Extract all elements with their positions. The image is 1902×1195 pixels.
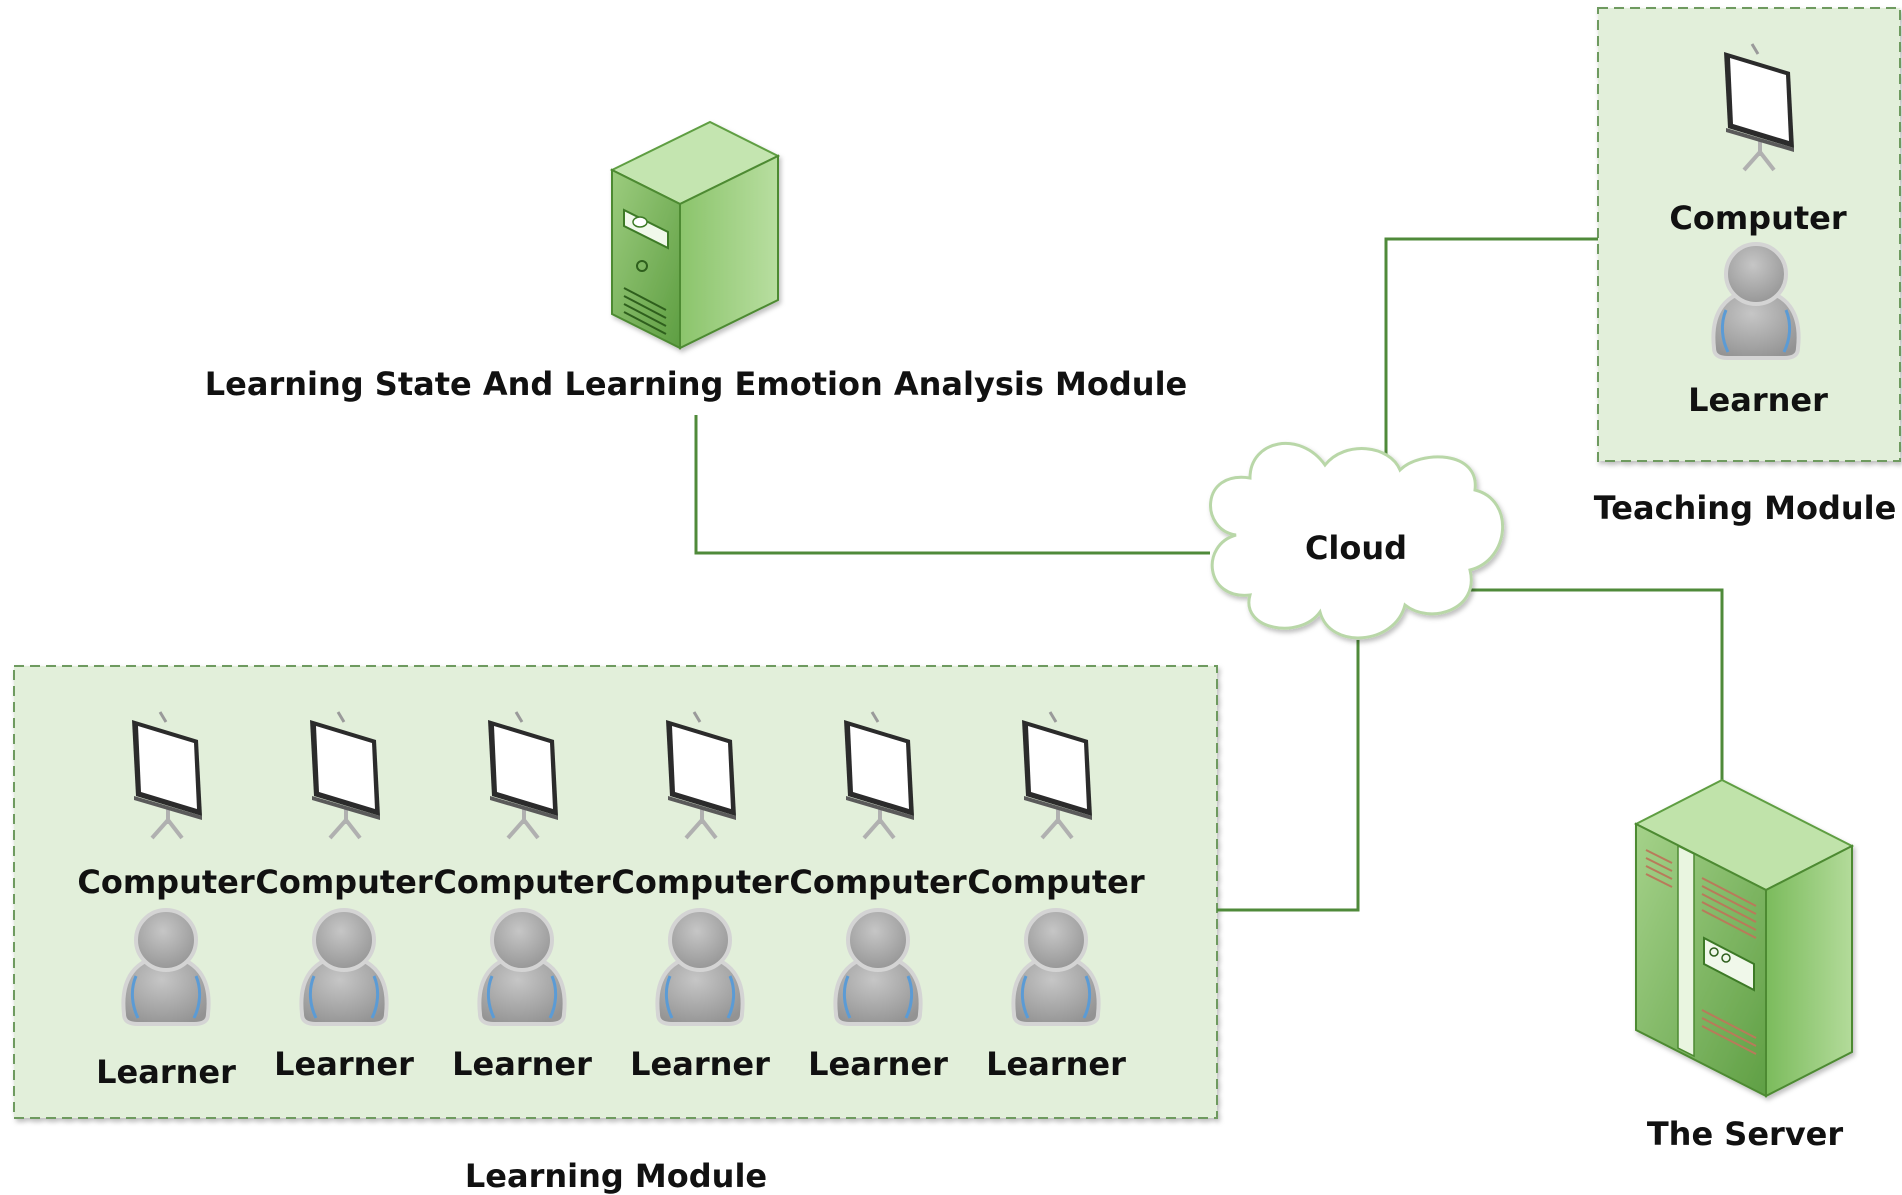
station-learner-label: Learner — [808, 1045, 948, 1083]
station-computer-label: Computer — [77, 863, 255, 901]
tower-server-icon — [609, 120, 781, 350]
station-computer-label: Computer — [433, 863, 611, 901]
link-cloud-to-server — [1468, 588, 1724, 780]
station-learner-label: Learner — [630, 1045, 770, 1083]
server-label: The Server — [1646, 1115, 1844, 1153]
learning-module-title: Learning Module — [464, 1157, 768, 1195]
link-analysis-to-cloud — [694, 415, 1210, 555]
teaching-module-title: Teaching Module — [1593, 489, 1897, 527]
station-learner-label: Learner — [274, 1045, 414, 1083]
cloud-label: Cloud — [1304, 529, 1408, 567]
station-learner-label: Learner — [96, 1053, 236, 1091]
link-cloud-to-learning — [1217, 640, 1360, 912]
station-learner-label: Learner — [452, 1045, 592, 1083]
station-computer-label: Computer — [967, 863, 1145, 901]
rack-server-icon — [1633, 778, 1855, 1098]
learning-module-box — [13, 665, 1218, 1119]
station-learner-label: Learner — [986, 1045, 1126, 1083]
station-computer-label: Computer — [255, 863, 433, 901]
teaching-computer-label: Computer — [1669, 199, 1847, 237]
analysis-module-label: Learning State And Learning Emotion Anal… — [204, 365, 1188, 403]
cloud-icon — [1209, 441, 1504, 640]
link-cloud-to-teaching — [1384, 237, 1598, 455]
station-computer-label: Computer — [611, 863, 789, 901]
teaching-learner-label: Learner — [1688, 381, 1828, 419]
station-computer-label: Computer — [789, 863, 967, 901]
